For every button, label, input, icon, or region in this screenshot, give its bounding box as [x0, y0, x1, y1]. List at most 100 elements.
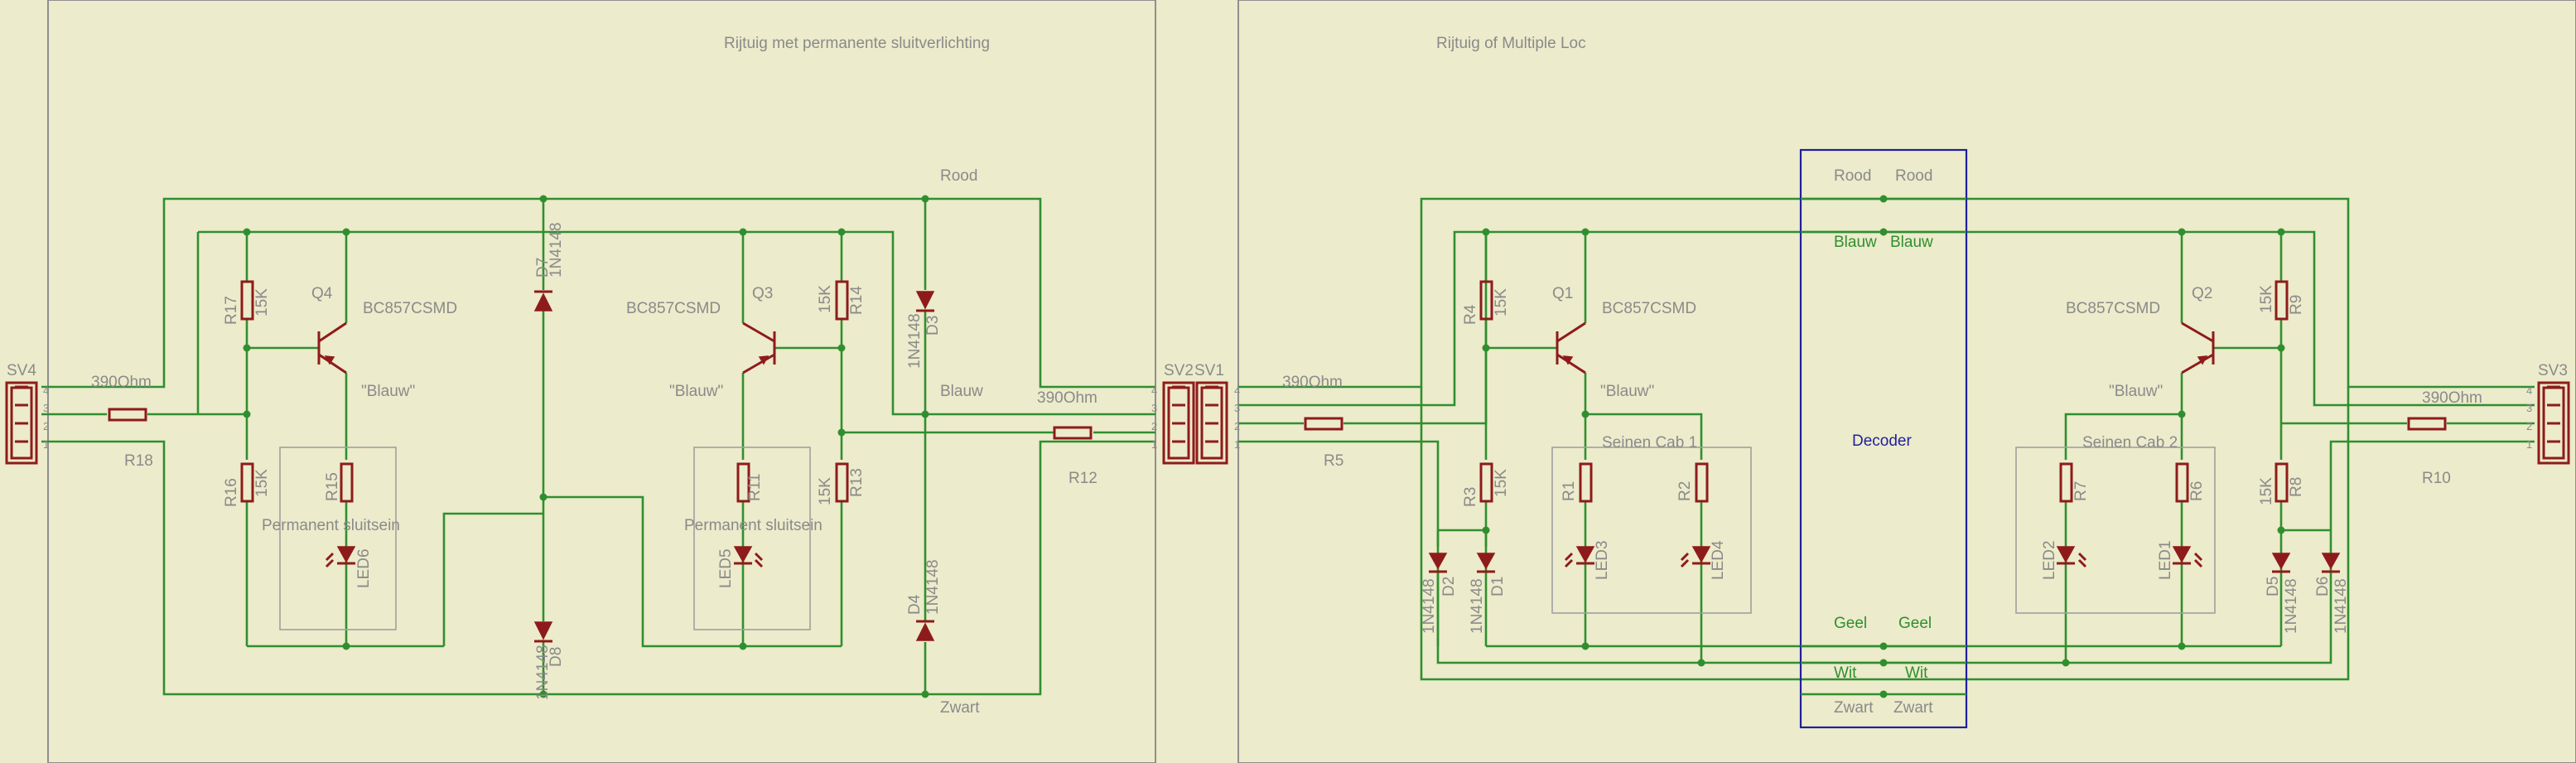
svg-text:D5: D5 — [2265, 577, 2282, 596]
diode-d7: D7 1N4148 — [533, 222, 565, 311]
resistor-r15: R15 — [324, 462, 354, 503]
svg-text:1N4148: 1N4148 — [924, 559, 942, 615]
svg-text:1N4148: 1N4148 — [2283, 578, 2300, 634]
svg-text:R14: R14 — [848, 286, 866, 315]
svg-text:R2: R2 — [1676, 481, 1694, 501]
net-label-zwart: Zwart — [940, 699, 980, 717]
svg-text:Wit: Wit — [1834, 664, 1857, 682]
sv1-label: SV1 — [1194, 362, 1224, 379]
diode-d6: D6 1N4148 — [2314, 553, 2350, 634]
svg-text:"Blauw": "Blauw" — [669, 383, 723, 400]
svg-text:R5: R5 — [1324, 452, 1343, 470]
svg-text:R16: R16 — [223, 478, 240, 507]
resistor-r12: 390Ohm R12 — [1037, 389, 1097, 487]
svg-text:R11: R11 — [746, 474, 764, 501]
svg-text:2: 2 — [2526, 420, 2532, 432]
svg-text:LED4: LED4 — [1710, 540, 1727, 580]
sheet-left-title: Rijtuig met permanente sluitverlichting — [724, 35, 990, 52]
svg-text:1: 1 — [2526, 438, 2532, 451]
transistor-q1: Q1 BC857CSMD "Blauw" — [1552, 285, 1696, 400]
net-label-blauw: Blauw — [940, 383, 983, 400]
svg-text:4: 4 — [2526, 384, 2532, 397]
resistor-r1: R1 — [1561, 462, 1593, 503]
connector-sv3: SV3 4 3 2 1 — [2526, 362, 2570, 465]
group-box-seinen-cab2 — [2015, 447, 2216, 614]
svg-text:1N4148: 1N4148 — [1421, 578, 1438, 634]
svg-text:D1: D1 — [1489, 577, 1507, 596]
decoder-label: Decoder — [1852, 432, 1912, 450]
group-box-led5 — [693, 447, 811, 630]
svg-text:D2: D2 — [1440, 577, 1458, 596]
svg-text:Wit: Wit — [1905, 664, 1928, 682]
svg-text:3: 3 — [1234, 402, 1240, 414]
left-wires — [41, 197, 1155, 696]
svg-text:15K: 15K — [253, 469, 271, 497]
led-led6: LED6 Permanent sluitsein — [262, 517, 400, 588]
svg-text:BC857CSMD: BC857CSMD — [363, 300, 457, 317]
svg-text:Zwart: Zwart — [1834, 699, 1874, 717]
sv2-label: SV2 — [1164, 362, 1194, 379]
svg-text:390Ohm: 390Ohm — [1282, 374, 1343, 391]
connector-sv2: SV2 4 3 2 1 — [1151, 362, 1195, 465]
svg-text:R1: R1 — [1561, 481, 1578, 501]
svg-text:2: 2 — [1151, 420, 1157, 432]
diode-d3: 1N4148 D3 — [906, 291, 942, 369]
svg-text:1N4148: 1N4148 — [534, 645, 552, 700]
svg-text:2: 2 — [1234, 420, 1240, 432]
svg-text:Q3: Q3 — [752, 285, 773, 302]
svg-text:Zwart: Zwart — [1893, 699, 1933, 717]
svg-text:"Blauw": "Blauw" — [2109, 383, 2163, 400]
svg-text:D6: D6 — [2314, 577, 2332, 596]
svg-text:15K: 15K — [1493, 288, 1510, 316]
sheet-left-frame — [47, 0, 1156, 763]
diode-d1: 1N4148 D1 — [1469, 553, 1507, 634]
svg-text:LED2: LED2 — [2041, 540, 2058, 580]
svg-text:R3: R3 — [1462, 487, 1479, 507]
sv3-label: SV3 — [2538, 362, 2568, 379]
svg-text:D4: D4 — [906, 594, 924, 615]
resistor-r10: 390Ohm R10 — [2407, 389, 2482, 487]
svg-text:LED6: LED6 — [355, 548, 373, 588]
svg-text:R4: R4 — [1462, 304, 1479, 325]
svg-text:1: 1 — [1151, 438, 1157, 451]
svg-text:Q4: Q4 — [311, 285, 333, 302]
svg-text:1N4148: 1N4148 — [2332, 578, 2350, 634]
group-box-led6 — [279, 447, 397, 630]
svg-text:390Ohm: 390Ohm — [2422, 389, 2482, 407]
left-junctions — [243, 195, 929, 698]
group-box-seinen-cab1 — [1551, 447, 1752, 614]
right-junctions — [1482, 195, 2285, 698]
svg-text:R7: R7 — [2072, 481, 2090, 501]
transistor-q3: Q3 BC857CSMD "Blauw" — [626, 285, 776, 400]
svg-text:BC857CSMD: BC857CSMD — [626, 300, 721, 317]
svg-text:2: 2 — [43, 420, 49, 432]
svg-text:4: 4 — [43, 384, 49, 397]
svg-text:15K: 15K — [817, 477, 834, 505]
svg-text:Permanent sluitsein: Permanent sluitsein — [684, 517, 822, 534]
svg-text:R18: R18 — [124, 452, 153, 470]
svg-text:Geel: Geel — [1898, 615, 1932, 632]
resistor-r9: R9 15K — [2258, 280, 2305, 321]
svg-text:1N4148: 1N4148 — [548, 222, 565, 278]
seinen-cab1-label: Seinen Cab 1 — [1602, 434, 1697, 452]
sheet-right-frame — [1237, 0, 2576, 763]
svg-text:R17: R17 — [223, 296, 240, 325]
svg-text:LED3: LED3 — [1594, 540, 1611, 580]
svg-text:R8: R8 — [2288, 477, 2305, 497]
led-led4: LED4 — [1680, 540, 1727, 580]
resistor-r5: 390Ohm R5 — [1282, 374, 1343, 470]
svg-text:R13: R13 — [848, 468, 866, 497]
svg-text:Blauw: Blauw — [1834, 234, 1877, 251]
svg-text:Q2: Q2 — [2192, 285, 2212, 302]
transistor-q4: Q4 BC857CSMD "Blauw" — [311, 285, 457, 400]
connector-sv4: SV4 4 3 2 1 — [5, 362, 49, 465]
svg-text:Permanent sluitsein: Permanent sluitsein — [262, 517, 400, 534]
svg-text:Rood: Rood — [1834, 167, 1871, 185]
svg-text:15K: 15K — [253, 288, 271, 316]
led-led3: LED3 — [1564, 540, 1611, 580]
svg-text:R9: R9 — [2288, 295, 2305, 315]
svg-text:Geel: Geel — [1834, 615, 1867, 632]
svg-text:D8: D8 — [548, 647, 565, 667]
svg-text:15K: 15K — [817, 285, 834, 313]
